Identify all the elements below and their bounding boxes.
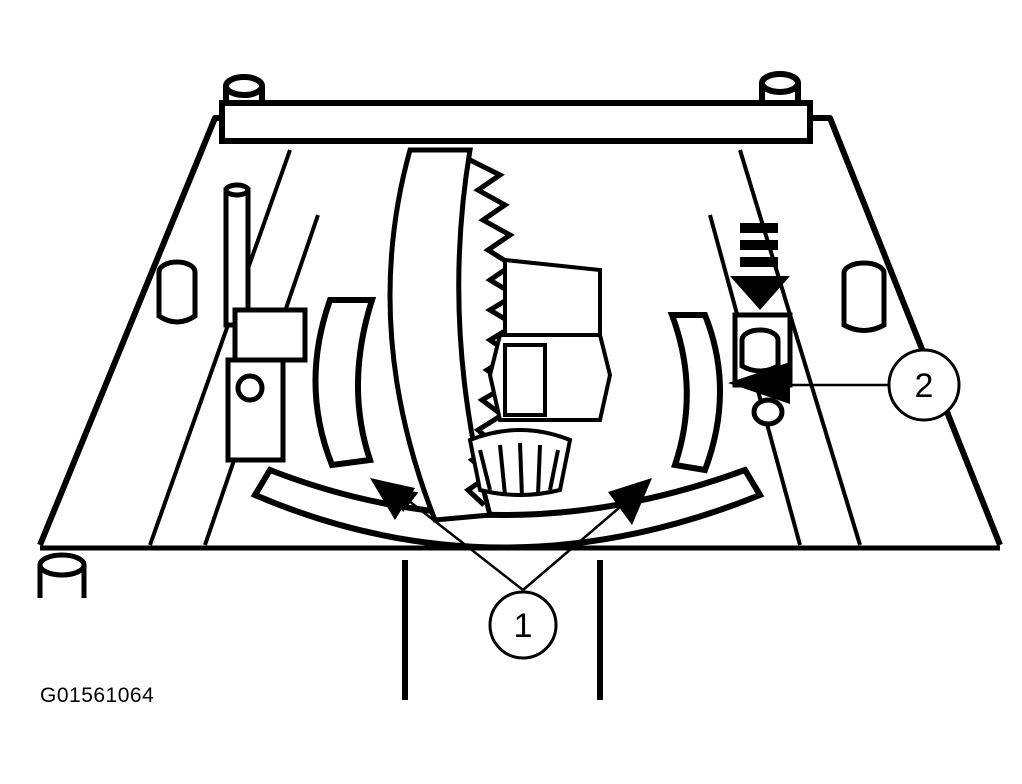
- left-bearing-adjuster-rod: [223, 182, 308, 463]
- top-bridge-bar: [219, 71, 813, 144]
- arrow-icon: [728, 362, 790, 404]
- press-direction-arrow-icon: [730, 223, 790, 310]
- differential-carrier-housing: [250, 297, 765, 551]
- arrow-icon: [370, 478, 652, 525]
- callout-2-label: 2: [915, 367, 934, 405]
- callout-1-label: 1: [514, 607, 533, 645]
- callout-1-bubble: 1: [488, 590, 558, 660]
- callout-2-bubble: 2: [887, 348, 961, 422]
- figure-code: G01561064: [40, 684, 155, 707]
- pinion-gears: [467, 257, 613, 498]
- corner-posts: [37, 259, 887, 598]
